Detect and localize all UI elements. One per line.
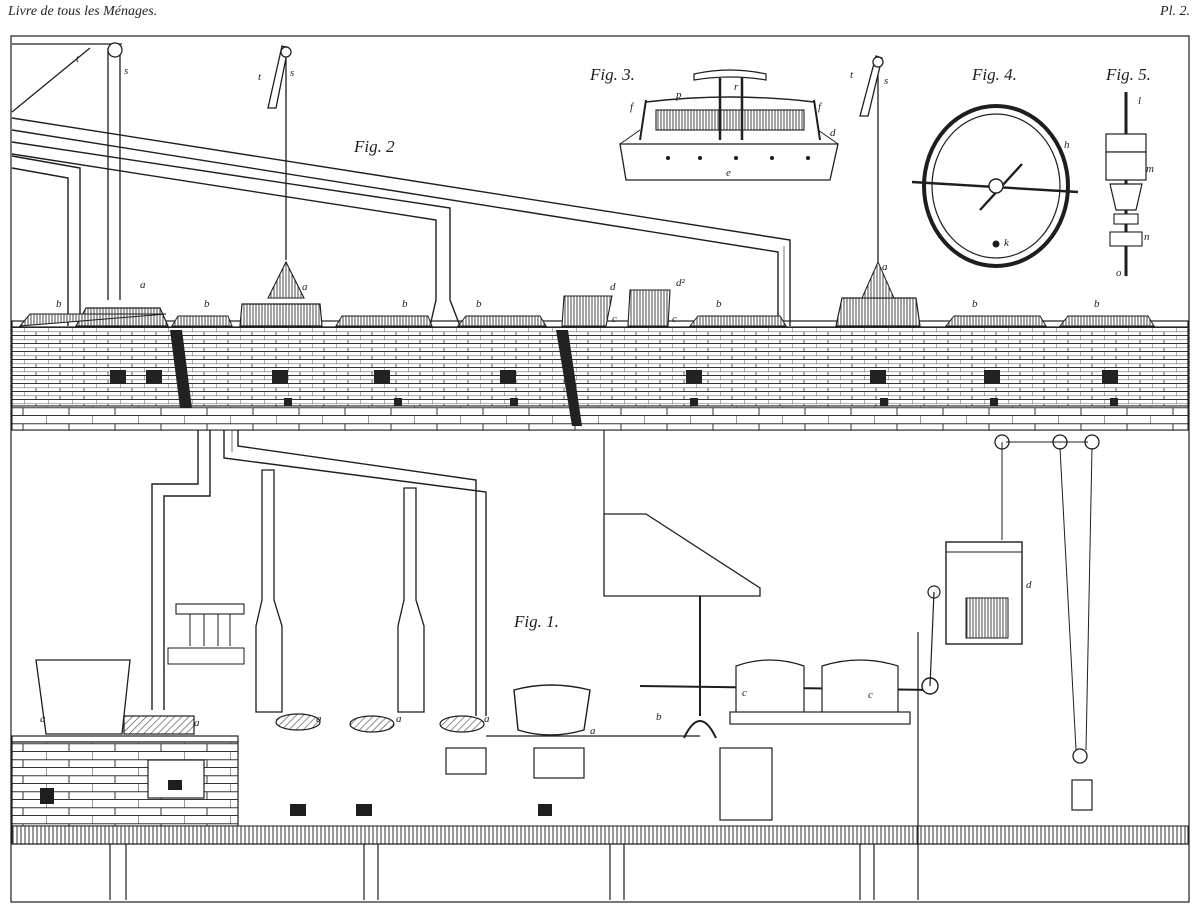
fig1-cauldron [513, 684, 591, 736]
fig4-label: Fig. 4. [971, 65, 1017, 84]
svg-text:c: c [612, 313, 617, 325]
svg-text:a: a [140, 279, 146, 291]
fig3-press-apparatus [619, 69, 839, 181]
svg-text:d: d [1026, 579, 1032, 591]
fig2-shadow-wedge [556, 330, 582, 426]
svg-text:h: h [1064, 139, 1070, 151]
svg-text:a: a [40, 713, 46, 725]
svg-text:d: d [610, 281, 616, 293]
plate-number: Pl. 2. [1160, 4, 1190, 19]
fig2-stove-base [11, 405, 1189, 431]
fig2-fire-door [870, 370, 886, 384]
fig1-kitchen-range [11, 430, 1189, 900]
svg-text:a: a [396, 713, 402, 725]
fig1-utensil-rack [175, 603, 245, 615]
svg-text:a: a [590, 725, 596, 737]
fig2-brick-stove [11, 325, 1189, 407]
svg-text:b: b [1094, 298, 1100, 310]
fig2-stove-elevation [11, 42, 1189, 431]
letter-annotations: t s t s t s a a a b b b b b b b d d² c c p r f f d e… [40, 53, 1154, 737]
plate-border [10, 35, 1190, 903]
fig2-label: Fig. 2 [353, 137, 395, 156]
svg-text:r: r [734, 81, 739, 93]
fig2-fire-door [110, 370, 126, 384]
svg-text:b: b [56, 298, 62, 310]
svg-text:l: l [1138, 95, 1141, 107]
svg-text:b: b [402, 298, 408, 310]
svg-text:d: d [830, 127, 836, 139]
fig2-fire-door [374, 370, 390, 384]
fig1-tub [35, 659, 131, 735]
fig3-label: Fig. 3. [589, 65, 635, 84]
fig2-fire-door [500, 370, 516, 384]
svg-text:t: t [76, 53, 80, 65]
svg-text:a: a [484, 713, 490, 725]
fig2-covered-pans [18, 260, 1155, 327]
fig2-fire-door [272, 370, 288, 384]
svg-text:a: a [302, 281, 308, 293]
svg-text:c: c [672, 313, 677, 325]
svg-text:b: b [204, 298, 210, 310]
svg-text:p: p [675, 89, 682, 101]
fig1-label: Fig. 1. [513, 612, 559, 631]
fig1-weight-pulleys [994, 434, 1100, 811]
fig2-fire-door [1102, 370, 1118, 384]
svg-text:m: m [1146, 163, 1154, 175]
svg-text:f: f [818, 101, 823, 113]
svg-text:t: t [850, 69, 854, 81]
svg-text:a: a [882, 261, 888, 273]
svg-text:a: a [316, 713, 322, 725]
svg-text:c: c [742, 687, 747, 699]
svg-text:b: b [972, 298, 978, 310]
fig2-lifting-rods [11, 42, 884, 300]
svg-text:e: e [726, 167, 731, 179]
fig4-oval-frame [911, 104, 1079, 268]
svg-text:c: c [868, 689, 873, 701]
fig5-label: Fig. 5. [1105, 65, 1151, 84]
fig1-hood [603, 513, 761, 597]
svg-text:n: n [1144, 231, 1150, 243]
svg-text:s: s [124, 65, 128, 77]
svg-text:k: k [1004, 237, 1010, 249]
svg-text:f: f [630, 101, 635, 113]
svg-text:d²: d² [676, 277, 686, 289]
fig2-fire-door [984, 370, 1000, 384]
svg-text:a: a [194, 717, 200, 729]
fig2-shadow-wedge [170, 330, 192, 408]
fig2-flue-pipes [11, 117, 791, 327]
svg-text:s: s [884, 75, 888, 87]
fig2-fire-door [686, 370, 702, 384]
figure-labels: Fig. 2 Fig. 3. Fig. 4. Fig. 5. Fig. 1. [353, 65, 1151, 631]
plate-header-title: Livre de tous les Ménages. [8, 4, 158, 19]
svg-text:s: s [290, 67, 294, 79]
svg-text:b: b [656, 711, 662, 723]
svg-text:t: t [258, 71, 262, 83]
svg-text:b: b [716, 298, 722, 310]
fig2-fire-door [146, 370, 162, 384]
fig1-clockwork-jack [917, 541, 1023, 900]
svg-text:o: o [1116, 267, 1122, 279]
svg-text:b: b [476, 298, 482, 310]
fig5-cylinder-part [1105, 92, 1147, 276]
